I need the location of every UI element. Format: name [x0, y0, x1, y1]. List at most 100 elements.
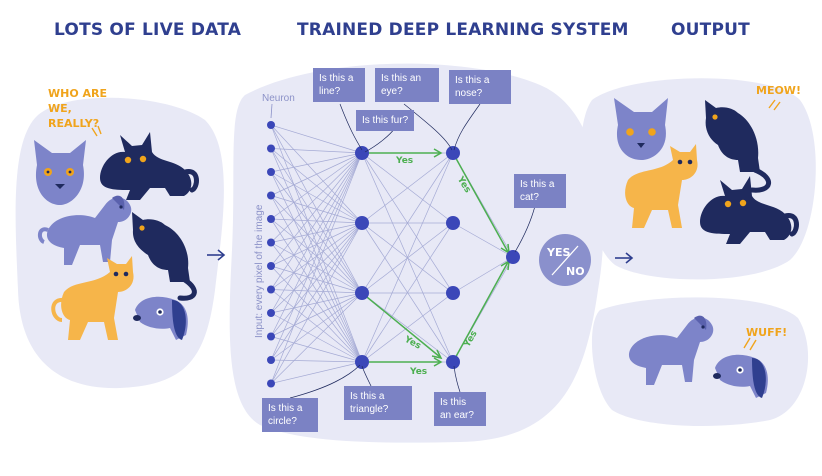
input-neuron: [267, 356, 275, 364]
connection-line: [270, 312, 363, 363]
input-neuron: [267, 309, 275, 317]
output-blue-cat-face-icon: [614, 98, 668, 160]
connection-line: [270, 148, 363, 154]
connection-line: [361, 222, 454, 363]
question-ear: Is this an ear?: [434, 392, 486, 426]
neurons: [267, 121, 520, 388]
arrow-right-icon: [615, 252, 634, 264]
hidden-neuron: [355, 216, 369, 230]
network-blob: [229, 63, 604, 443]
yes-label: Yes: [409, 367, 427, 377]
neuron-label: Neuron: [262, 93, 295, 104]
connection-line: [270, 152, 363, 290]
hidden-neuron: [355, 146, 369, 160]
input-neuron: [267, 238, 275, 247]
output-neuron: [506, 250, 520, 264]
connection-line: [270, 242, 363, 363]
arrow-right-icon: [207, 249, 226, 261]
question-fur: Is this fur?: [356, 110, 415, 131]
input-neuron: [267, 262, 275, 270]
black-sitting-cat-icon: [132, 212, 197, 301]
question-line: Is this a line?: [313, 68, 365, 102]
input-neuron: [267, 215, 275, 223]
question-pointers: [289, 103, 536, 399]
connection-line: [270, 148, 363, 363]
connection-line: [270, 222, 363, 361]
connection-line: [270, 222, 363, 337]
connection-line: [452, 256, 514, 294]
connection-line: [361, 152, 454, 224]
question-eye: Is this an eye?: [375, 68, 439, 102]
connection-line: [270, 152, 363, 384]
connection-line: [452, 222, 514, 258]
neuron-connections: [270, 124, 514, 384]
connection-line: [361, 152, 454, 363]
connection-line: [270, 152, 363, 173]
neuron-pointer: [270, 103, 273, 119]
hidden-neuron: [446, 216, 460, 230]
blue-dog-head-icon: [133, 296, 188, 340]
connection-line: [270, 152, 363, 243]
hidden-neuron: [355, 286, 369, 300]
connection-line: [270, 222, 363, 384]
black-cat-icon: [100, 132, 199, 200]
input-neuron: [267, 285, 275, 294]
hidden-neuron: [355, 355, 369, 369]
input-neuron: [267, 168, 275, 176]
input-neuron: [267, 121, 275, 129]
connection-line: [270, 124, 363, 363]
output-black-cat-icon: [700, 176, 799, 244]
connection-line: [270, 336, 363, 363]
input-data-blob: [15, 97, 224, 389]
yes-path-arrows: [361, 148, 510, 367]
result-yes: YES: [546, 246, 570, 259]
connection-line: [270, 195, 363, 363]
input-neuron: [267, 191, 275, 200]
connection-line: [270, 218, 363, 363]
wuff-speech: WUFF!: [746, 326, 788, 339]
hidden-neuron: [446, 355, 460, 369]
question-circle: Is this a circle?: [262, 398, 318, 432]
question-nose: Is this a nose?: [449, 70, 511, 104]
connection-line: [361, 292, 454, 363]
connection-line: [361, 152, 454, 294]
connection-line: [270, 292, 363, 384]
connection-line: [270, 361, 363, 384]
input-neuron: [267, 332, 275, 341]
input-label: Input: every pixel of the image: [254, 204, 265, 338]
connection-line: [270, 152, 363, 267]
output-black-sitting-cat-icon: [705, 100, 771, 193]
connection-line: [270, 292, 363, 337]
speech-marks: [91, 99, 781, 351]
input-section-title: LOTS OF LIVE DATA: [54, 20, 242, 40]
question-triangle: Is this a triangle?: [344, 386, 412, 420]
blue-dog-icon: [37, 195, 132, 265]
output-blue-dog-icon: [628, 315, 714, 385]
output-orange-cat-icon: [625, 144, 698, 228]
connection-line: [270, 292, 363, 361]
hidden-neuron: [446, 146, 460, 160]
blue-cat-face-icon: [34, 140, 86, 205]
output-section-title: OUTPUT: [671, 20, 750, 40]
result-no: NO: [566, 265, 585, 278]
connection-line: [270, 124, 363, 154]
yes-label: Yes: [395, 156, 413, 166]
connection-line: [270, 152, 363, 220]
connection-line: [270, 152, 363, 196]
who-are-we-speech: WHO ARE WE, REALLY?: [48, 87, 108, 130]
input-neuron: [267, 144, 275, 153]
input-neuron: [267, 379, 275, 388]
connection-line: [270, 289, 363, 363]
hidden-neuron: [446, 286, 460, 300]
connection-line: [270, 359, 363, 363]
system-section-title: TRAINED DEEP LEARNING SYSTEM: [297, 20, 629, 40]
orange-cat-icon: [51, 256, 134, 340]
connection-line: [270, 152, 363, 337]
connection-line: [270, 152, 363, 361]
meow-speech: MEOW!: [756, 84, 801, 97]
question-cat: Is this a cat?: [514, 174, 566, 208]
connection-line: [270, 265, 363, 363]
output-dog-head-icon: [713, 354, 768, 398]
connection-line: [270, 171, 363, 363]
